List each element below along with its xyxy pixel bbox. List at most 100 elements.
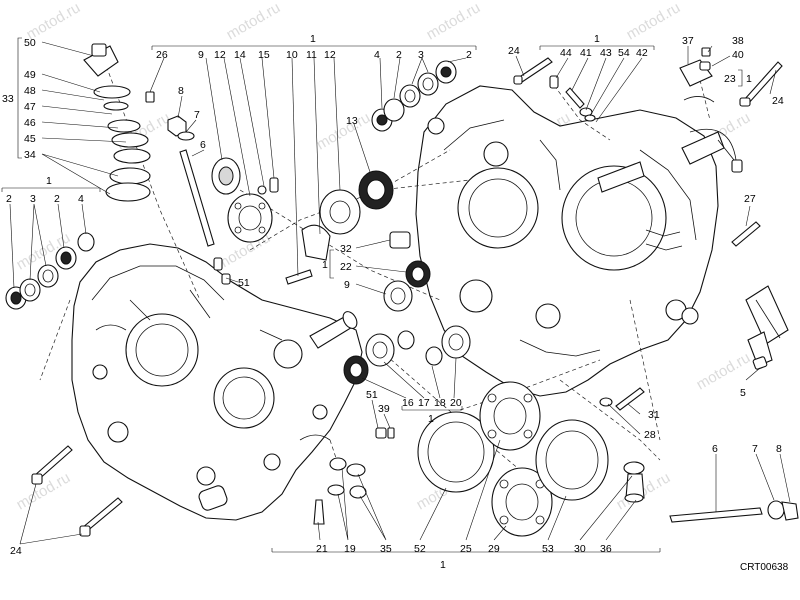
callout-54: 54 — [618, 47, 630, 59]
callouts: 50 49 48 47 46 45 34 2 3 2 4 26 8 7 6 9 … — [6, 35, 784, 557]
callout-35: 35 — [380, 543, 392, 555]
callout-13: 13 — [346, 115, 358, 127]
callout-16: 16 — [402, 397, 414, 409]
callout-31: 31 — [648, 409, 660, 421]
bearings-and-seals — [5, 60, 609, 537]
circlip — [397, 330, 415, 350]
callout-53: 53 — [542, 543, 554, 555]
callout-15: 15 — [258, 49, 270, 61]
callout-46: 46 — [24, 117, 36, 129]
group-labels: 33 1 1 1 1 1 1 1 — [2, 33, 752, 571]
callout-45: 45 — [24, 133, 36, 145]
callout-51: 51 — [238, 277, 250, 289]
drawing-code: CRT00638 — [740, 562, 789, 573]
callout-52: 52 — [414, 543, 426, 555]
group-label-1: 1 — [322, 259, 328, 271]
callout-5: 5 — [740, 387, 746, 399]
callout-12: 12 — [214, 49, 226, 61]
callout-2: 2 — [466, 49, 472, 61]
stud — [179, 149, 215, 247]
group-label-1: 1 — [46, 175, 52, 187]
bushing — [389, 231, 411, 249]
callout-38: 38 — [732, 35, 744, 47]
callout-6: 6 — [712, 443, 718, 455]
sealant-tube — [745, 285, 789, 370]
callout-48: 48 — [24, 85, 36, 97]
callout-6: 6 — [200, 139, 206, 151]
callout-25: 25 — [460, 543, 472, 555]
callout-20: 20 — [450, 397, 462, 409]
main-ball-bearing — [491, 467, 553, 537]
watermark-text: motod.ru — [424, 0, 484, 43]
callout-24: 24 — [772, 95, 784, 107]
callout-39: 39 — [378, 403, 390, 415]
group-label-1: 1 — [428, 413, 434, 425]
callout-49: 49 — [24, 69, 36, 81]
callout-19: 19 — [344, 543, 356, 555]
callout-2: 2 — [54, 193, 60, 205]
bearing — [383, 280, 413, 312]
callout-4: 4 — [78, 193, 84, 205]
callout-42: 42 — [636, 47, 648, 59]
callout-27: 27 — [744, 193, 756, 205]
right-crankcase-half — [415, 85, 737, 397]
callout-8: 8 — [776, 443, 782, 455]
callout-3: 3 — [418, 49, 424, 61]
callout-9: 9 — [198, 49, 204, 61]
callout-22: 22 — [340, 261, 352, 273]
cylinder-bore-right — [561, 165, 667, 271]
group-label-1: 1 — [594, 33, 600, 45]
left-crankcase-half — [71, 243, 363, 521]
main-bearing-race — [417, 411, 495, 493]
callout-3: 3 — [30, 193, 36, 205]
group-label-1: 1 — [310, 33, 316, 45]
callout-2: 2 — [396, 49, 402, 61]
callout-26: 26 — [156, 49, 168, 61]
callout-24: 24 — [10, 545, 22, 557]
group-label-1: 1 — [746, 73, 752, 85]
main-ball-bearing — [479, 381, 541, 451]
callout-50: 50 — [24, 37, 36, 49]
callout-14: 14 — [234, 49, 246, 61]
callout-21: 21 — [316, 543, 328, 555]
callout-10: 10 — [286, 49, 298, 61]
ball-bearing — [319, 189, 361, 235]
bearing — [19, 278, 41, 302]
crank-bore-left — [125, 313, 199, 387]
small-parts — [31, 43, 799, 537]
callout-43: 43 — [600, 47, 612, 59]
circlip — [425, 346, 443, 366]
callout-32: 32 — [340, 243, 352, 255]
crank-bore-right — [457, 167, 539, 249]
callout-44: 44 — [560, 47, 572, 59]
callout-24: 24 — [508, 45, 520, 57]
watermark-text: motod.ru — [314, 109, 374, 153]
group-label-1: 1 — [440, 559, 446, 571]
callout-11: 11 — [306, 49, 317, 61]
callout-17: 17 — [418, 397, 430, 409]
callout-30: 30 — [574, 543, 586, 555]
callout-8: 8 — [178, 85, 184, 97]
callout-7: 7 — [194, 109, 200, 121]
callout-7: 7 — [752, 443, 758, 455]
callout-12: 12 — [324, 49, 336, 61]
group-label-33: 33 — [2, 93, 14, 105]
callout-4: 4 — [374, 49, 380, 61]
callout-36: 36 — [600, 543, 612, 555]
callout-47: 47 — [24, 101, 36, 113]
callout-2: 2 — [6, 193, 12, 205]
bearing — [37, 264, 59, 288]
callout-51: 51 — [366, 389, 378, 401]
callout-18: 18 — [434, 397, 446, 409]
ball-bearing — [227, 193, 273, 243]
watermark-text: motod.ru — [624, 0, 684, 43]
watermark-text: motod.ru — [224, 0, 284, 43]
callout-40: 40 — [732, 49, 744, 61]
callout-28: 28 — [644, 429, 656, 441]
leader-lines — [1, 37, 791, 553]
callout-34: 34 — [24, 149, 36, 161]
callout-23: 23 — [724, 73, 736, 85]
callout-41: 41 — [580, 47, 592, 59]
circlip — [77, 232, 95, 252]
